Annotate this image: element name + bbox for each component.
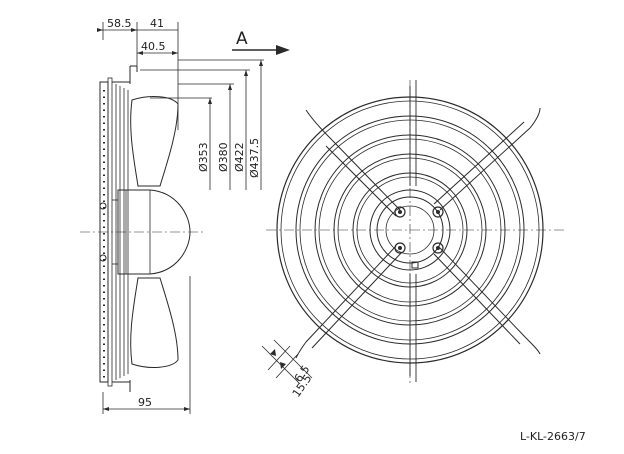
dim-bottom-group: 95 <box>102 276 191 414</box>
guard-spokes <box>295 107 541 359</box>
dim-dia-2: Ø380 <box>217 142 230 172</box>
dim-top-group: 58.5 41 40.5 <box>97 17 179 130</box>
guard-cross <box>266 80 566 384</box>
dim-diameters: Ø353 Ø380 Ø422 Ø437.5 <box>140 59 264 190</box>
dim-dia-3: Ø422 <box>233 142 246 172</box>
dim-dia-1: Ø353 <box>197 142 210 172</box>
view-arrow-a: A <box>232 29 290 55</box>
dim-depth-hub: 41 <box>150 17 164 30</box>
fan-blades-side <box>130 96 179 368</box>
drawing-code: L-KL-2663/7 <box>520 430 586 443</box>
front-view: 6.5 15.5 <box>261 80 566 400</box>
dim-dia-4: Ø437.5 <box>248 138 261 178</box>
side-view: 58.5 41 40.5 <box>80 17 290 414</box>
dim-depth-top: 58.5 <box>107 17 132 30</box>
dim-holes: 6.5 15.5 <box>261 339 315 400</box>
motor-hub-side <box>80 189 205 275</box>
dim-depth-blade: 40.5 <box>141 40 166 53</box>
view-label: A <box>236 29 248 49</box>
mounting-screws <box>394 206 444 269</box>
dim-overall-depth: 95 <box>138 396 152 409</box>
